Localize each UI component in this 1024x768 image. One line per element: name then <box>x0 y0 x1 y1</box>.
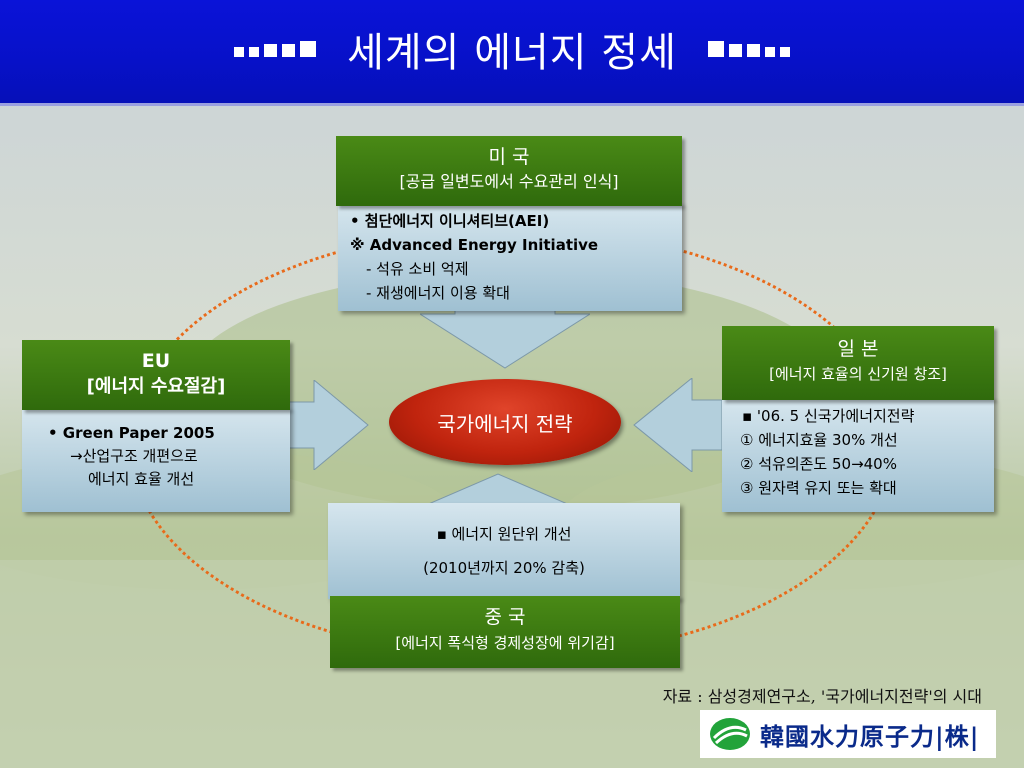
usa-heading: 미 국 <box>488 146 530 168</box>
japan-line-1: ▪ '06. 5 신국가에너지전략 <box>742 407 915 425</box>
japan-heading: 일 본 <box>837 338 879 360</box>
company-logo: 韓國水力原子力|株| <box>700 710 996 758</box>
china-subheading: [에너지 폭식형 경제성장에 위기감] <box>395 634 615 652</box>
china-line-2: (2010년까지 20% 감축) <box>423 559 585 577</box>
eu-line-1: • Green Paper 2005 <box>48 424 215 442</box>
china-heading: 중 국 <box>484 606 526 628</box>
center-label: 국가에너지 전략 <box>437 411 573 436</box>
title-decoration-left <box>233 41 316 57</box>
usa-header-box: 미 국 [공급 일변도에서 수요관리 인식] <box>336 136 682 206</box>
source-note: 자료 : 삼성경제연구소, '국가에너지전략'의 시대 <box>662 687 982 706</box>
page-title: 세계의 에너지 정세 <box>347 30 677 76</box>
japan-header-box: 일 본 [에너지 효율의 신기원 창조] <box>722 326 994 400</box>
japan-line-4: ③ 원자력 유지 또는 확대 <box>740 479 897 497</box>
japan-line-2: ① 에너지효율 30% 개선 <box>740 431 898 449</box>
khnp-logo-icon <box>710 718 750 750</box>
china-detail-box: ▪ 에너지 원단위 개선 (2010년까지 20% 감축) <box>328 503 680 599</box>
japan-line-3: ② 석유의존도 50→40% <box>740 455 897 473</box>
eu-subheading: [에너지 수요절감] <box>86 376 226 397</box>
usa-line-2: ※ Advanced Energy Initiative <box>350 236 599 254</box>
usa-line-4: - 재생에너지 이용 확대 <box>366 284 510 302</box>
china-line-1: ▪ 에너지 원단위 개선 <box>436 525 572 543</box>
eu-header-box: EU [에너지 수요절감] <box>22 340 290 410</box>
usa-subheading: [공급 일변도에서 수요관리 인식] <box>399 172 619 191</box>
arrow-from-japan <box>633 378 722 472</box>
title-decoration-right <box>708 41 791 57</box>
eu-line-2: →산업구조 개편으로 <box>70 447 198 465</box>
logo-text: 韓國水力原子力|株| <box>760 721 980 751</box>
china-header-box: 중 국 [에너지 폭식형 경제성장에 위기감] <box>330 596 680 668</box>
eu-line-3: 에너지 효율 개선 <box>88 470 195 488</box>
eu-heading: EU <box>141 350 171 372</box>
arrow-from-eu <box>288 380 369 470</box>
usa-detail-box: • 첨단에너지 이니셔티브(AEI) ※ Advanced Energy Ini… <box>338 203 682 311</box>
eu-detail-box: • Green Paper 2005 →산업구조 개편으로 에너지 효율 개선 <box>22 408 290 512</box>
japan-detail-box: ▪ '06. 5 신국가에너지전략 ① 에너지효율 30% 개선 ② 석유의존도… <box>722 398 994 512</box>
arrow-from-china <box>410 473 586 512</box>
usa-line-3: - 석유 소비 억제 <box>366 260 469 278</box>
japan-subheading: [에너지 효율의 신기원 창조] <box>769 365 947 383</box>
national-energy-strategy: 국가에너지 전략 <box>389 379 621 465</box>
usa-line-1: • 첨단에너지 이니셔티브(AEI) <box>350 212 550 230</box>
title-bar: 세계의 에너지 정세 <box>0 0 1024 106</box>
